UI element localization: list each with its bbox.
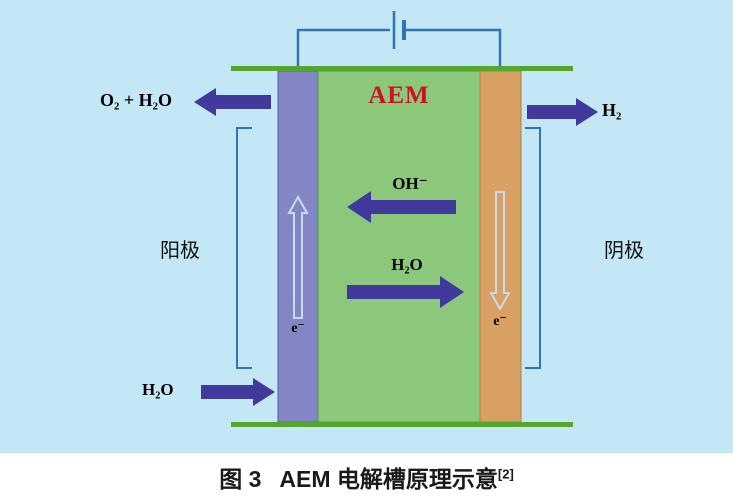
water-feed-label: H₂O — [142, 380, 174, 399]
oxygen-water-label: O₂ + H₂O — [100, 90, 173, 110]
electron-right-label: e⁻ — [493, 314, 507, 329]
hydroxide-label: OH⁻ — [392, 174, 428, 193]
cathode-label: 阴极 — [604, 240, 644, 262]
hydrogen-label: H₂ — [602, 100, 622, 120]
electron-left-label: e⁻ — [291, 321, 305, 336]
oxygen-out-arrow — [194, 88, 271, 116]
bottom-plate — [231, 422, 573, 427]
cathode-electrode — [479, 70, 522, 423]
water-mid-label: H₂O — [391, 255, 423, 274]
diagram-canvas — [194, 11, 598, 427]
circuit-wire-right — [406, 28, 502, 70]
top-plate — [231, 66, 573, 71]
membrane-title: AEM — [368, 82, 430, 109]
water-feed-arrow — [201, 378, 275, 406]
circuit-wire-left — [296, 28, 390, 70]
figure-caption: 图 3 AEM 电解槽原理示意[2] — [0, 460, 733, 494]
caption-reference: [2] — [497, 466, 514, 482]
caption-number: 图 3 — [219, 466, 262, 492]
electron-up-arrow — [287, 194, 309, 319]
anode-electrode — [277, 70, 319, 423]
water-flow-arrow — [347, 276, 464, 308]
hydroxide-flow-arrow — [347, 191, 456, 223]
cathode-bracket — [525, 127, 541, 369]
caption-title: AEM 电解槽原理示意 — [279, 466, 498, 492]
anode-label: 阳极 — [160, 240, 200, 262]
membrane-region — [317, 70, 481, 423]
hydrogen-out-arrow — [527, 98, 598, 126]
anode-bracket — [236, 127, 252, 369]
electron-down-arrow — [489, 191, 511, 312]
